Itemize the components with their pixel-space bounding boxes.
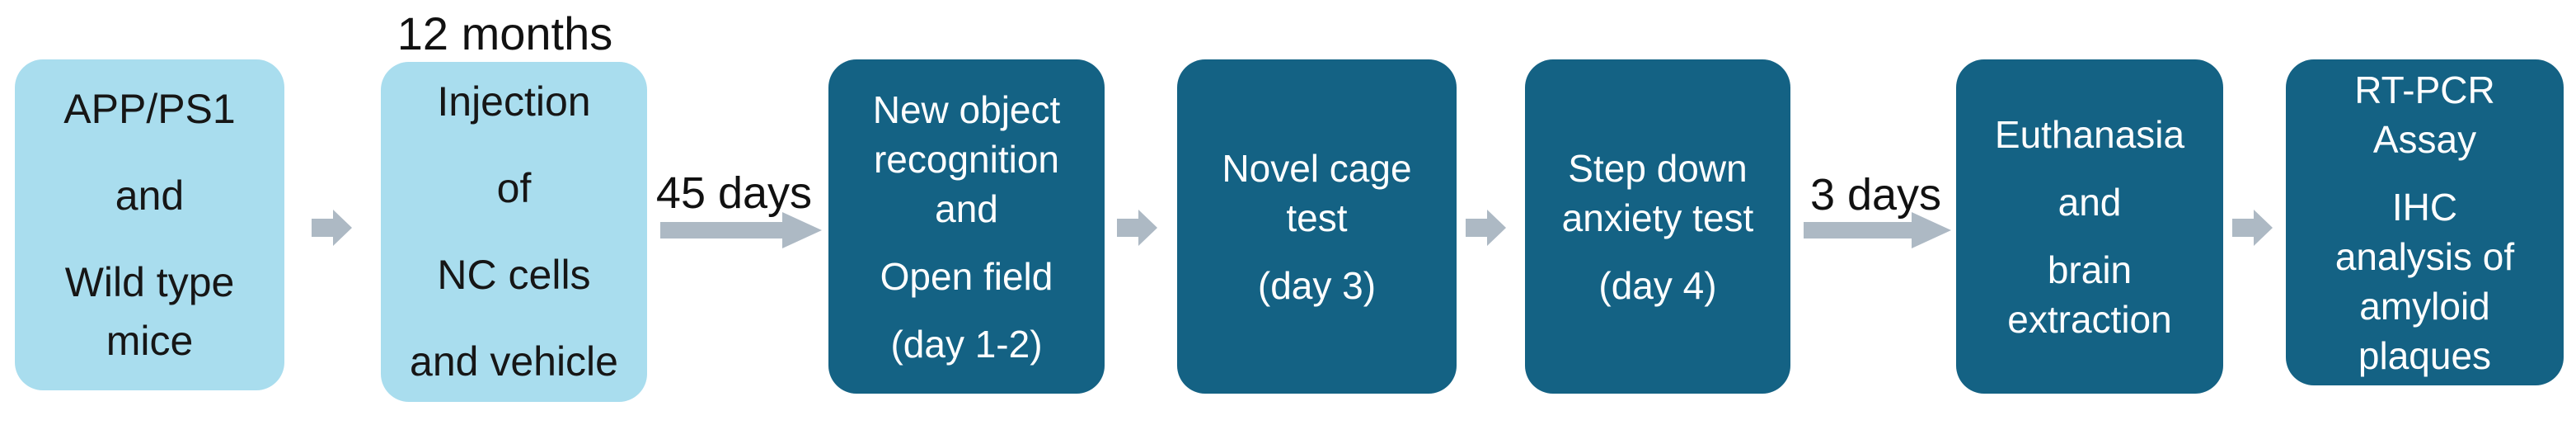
arrow-icon-2-45-days	[660, 210, 822, 251]
text-line: Wild type	[64, 258, 235, 305]
text-paragraph: Step down anxiety test	[1562, 144, 1754, 243]
label-3-days: 3 days	[1809, 170, 1942, 220]
text-line: test	[1286, 196, 1348, 239]
text-line: Assay	[2372, 117, 2477, 161]
text-paragraph: of	[497, 159, 532, 218]
text-paragraph: RT-PCR Assay	[2354, 65, 2494, 164]
text-line: RT-PCR	[2354, 68, 2495, 111]
text-paragraph: Wild type mice	[65, 253, 235, 371]
text-paragraph: Novel cage test	[1222, 144, 1411, 243]
text-paragraph: NC cells	[437, 246, 590, 305]
text-paragraph: (day 3)	[1258, 261, 1376, 310]
text-line: (day 4)	[1598, 263, 1717, 307]
text-paragraph: brain extraction	[2007, 245, 2171, 344]
arrow-icon-3	[1117, 207, 1157, 248]
text-line: Injection	[437, 78, 591, 125]
label-12-months: 12 months	[396, 7, 613, 59]
text-line: New object	[872, 87, 1061, 131]
text-paragraph: New object recognition and	[873, 85, 1061, 234]
text-line: and vehicle	[410, 338, 618, 385]
arrow-icon-1	[312, 207, 352, 248]
label-45-days: 45 days	[655, 168, 813, 218]
text-line: analysis of	[2334, 234, 2515, 278]
process-box-novel-cage-test: Novel cage test (day 3)	[1177, 59, 1457, 394]
text-line: and	[115, 172, 185, 219]
text-paragraph: (day 1-2)	[890, 319, 1042, 369]
text-line: of	[496, 165, 532, 211]
text-line: Step down	[1568, 146, 1748, 190]
text-line: extraction	[2007, 297, 2172, 341]
text-line: anxiety test	[1561, 196, 1754, 239]
text-paragraph: (day 4)	[1598, 261, 1716, 310]
text-paragraph: Euthanasia	[1995, 110, 2184, 159]
process-box-step-down-anxiety: Step down anxiety test (day 4)	[1525, 59, 1790, 394]
text-line: APP/PS1	[63, 85, 236, 132]
text-line: (day 3)	[1257, 263, 1377, 307]
text-paragraph: and	[2058, 177, 2122, 227]
text-line: and	[935, 187, 998, 230]
text-line: NC cells	[437, 252, 591, 298]
text-line: (day 1-2)	[890, 322, 1043, 366]
text-paragraph: and	[115, 167, 184, 225]
text-line: mice	[106, 317, 194, 364]
arrow-icon-5-3-days	[1804, 210, 1951, 251]
text-line: amyloid	[2359, 284, 2490, 328]
arrow-icon-6	[2232, 207, 2273, 248]
process-box-euthanasia: Euthanasia and brain extraction	[1956, 59, 2223, 394]
text-paragraph: IHC analysis of amyloid plaques	[2335, 182, 2514, 380]
text-paragraph: Injection	[437, 73, 590, 131]
text-paragraph: APP/PS1	[63, 80, 235, 139]
text-paragraph: Open field	[880, 252, 1053, 301]
text-line: IHC	[2391, 185, 2458, 229]
text-line: plaques	[2358, 333, 2492, 377]
text-paragraph: and vehicle	[410, 333, 618, 391]
text-line: Open field	[880, 254, 1053, 298]
text-line: recognition	[873, 137, 1060, 181]
text-line: Novel cage	[1222, 146, 1412, 190]
text-line: brain	[2047, 248, 2133, 291]
process-box-injection: Injection of NC cells and vehicle	[381, 62, 647, 402]
text-line: Euthanasia	[1994, 112, 2185, 156]
text-line: and	[2058, 180, 2122, 224]
arrow-icon-4	[1466, 207, 1506, 248]
